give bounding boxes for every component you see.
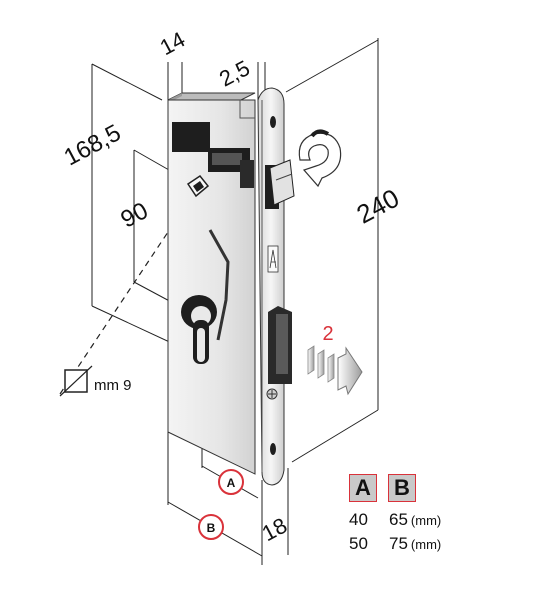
marker-a	[218, 469, 244, 495]
legend-row-2-b-value: 75	[389, 534, 408, 553]
legend-row-1-b: 65(mm)	[389, 510, 441, 530]
legend-row-1-unit: (mm)	[410, 513, 442, 528]
spindle-axis-line	[59, 186, 199, 395]
label-overall-height: 240	[352, 183, 404, 230]
label-faceplate-thickness: 14	[156, 27, 189, 61]
label-square-spindle: mm 9	[94, 377, 132, 394]
legend-row-1-a: 40	[349, 510, 368, 529]
legend-header-b: B	[388, 474, 416, 502]
square-spindle-icon	[59, 365, 93, 397]
spring-lever	[208, 229, 230, 341]
reversible-latch-arrow-icon	[298, 129, 342, 188]
marker-b	[198, 514, 224, 540]
latch-turns-label: 2	[322, 323, 333, 345]
deadbolt-throw-arrow-icon	[307, 345, 363, 396]
marker-b-label: B	[207, 521, 216, 535]
latch-mechanism	[172, 122, 254, 188]
legend-row-2-a: 50	[349, 534, 368, 553]
handle-hole	[186, 174, 210, 198]
legend-header-a: A	[349, 474, 377, 502]
legend-row-2-b: 75(mm)	[389, 534, 441, 554]
legend-row-2-unit: (mm)	[410, 537, 442, 552]
cylinder-hole	[181, 295, 217, 364]
label-plate-offset: 2,5	[215, 55, 254, 91]
label-handle-to-cylinder: 90	[116, 197, 152, 233]
label-faceplate-width: 18	[258, 513, 291, 547]
faceplate	[257, 87, 295, 486]
legend-row-1-b-value: 65	[389, 510, 408, 529]
lock-body	[167, 92, 256, 475]
marker-a-label: A	[227, 476, 236, 490]
